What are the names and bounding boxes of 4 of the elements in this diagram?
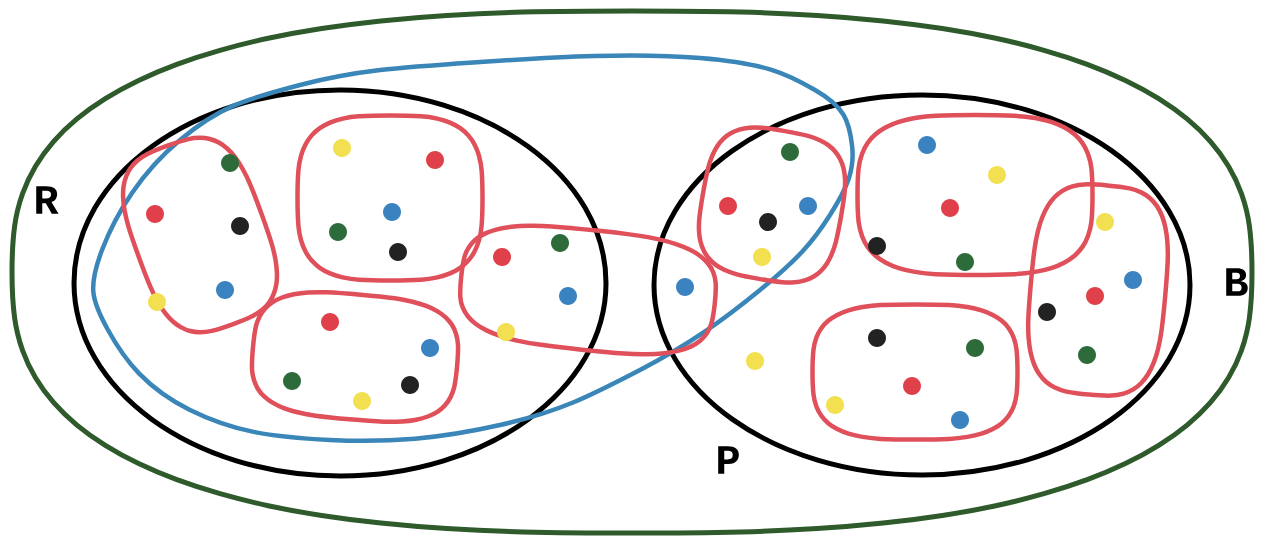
set-label: R: [36, 186, 59, 214]
set-label: B: [1226, 268, 1248, 296]
set-label: P: [718, 446, 739, 474]
outer-outline: [9, 8, 1255, 536]
